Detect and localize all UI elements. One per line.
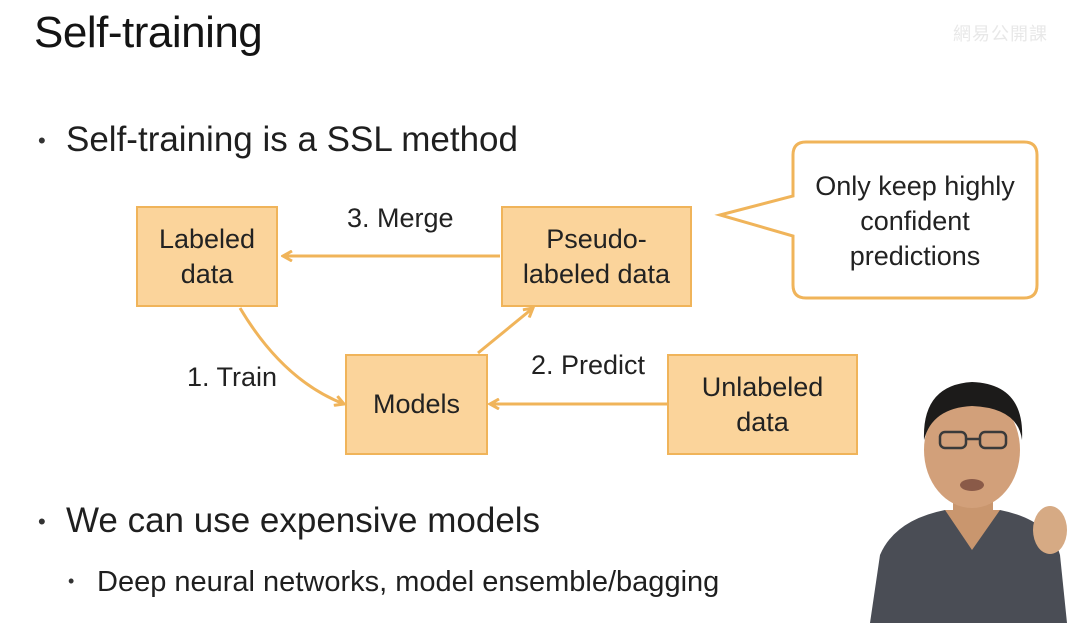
bullet-marker: • — [38, 128, 46, 153]
pseudo-labeled-data-box: Pseudo- labeled data — [501, 206, 692, 307]
sub-bullet-deep-nets: Deep neural networks, model ensemble/bag… — [97, 566, 720, 598]
callout-bubble — [714, 140, 1039, 300]
models-to-pseudo-arrow — [477, 308, 533, 355]
sub-bullet-marker: • — [68, 571, 75, 591]
callout-text: Only keep highly confident predictions — [815, 170, 1015, 271]
unlabeled-data-box: Unlabeled data — [667, 354, 858, 455]
train-label: 1. Train — [187, 362, 278, 392]
presenter-video — [870, 382, 1067, 623]
watermark-logo: 網易公開課 — [953, 24, 1048, 44]
bullet-marker: • — [38, 509, 46, 534]
labeled-data-box: Labeled data — [136, 206, 278, 307]
merge-label: 3. Merge — [347, 203, 454, 233]
slide-title: Self-training — [34, 8, 263, 57]
bullet-expensive-models: We can use expensive models — [66, 501, 541, 540]
models-box: Models — [345, 354, 488, 455]
predict-label: 2. Predict — [531, 350, 646, 380]
train-arrow — [238, 307, 344, 404]
bullet-self-training: Self-training is a SSL method — [66, 120, 518, 159]
